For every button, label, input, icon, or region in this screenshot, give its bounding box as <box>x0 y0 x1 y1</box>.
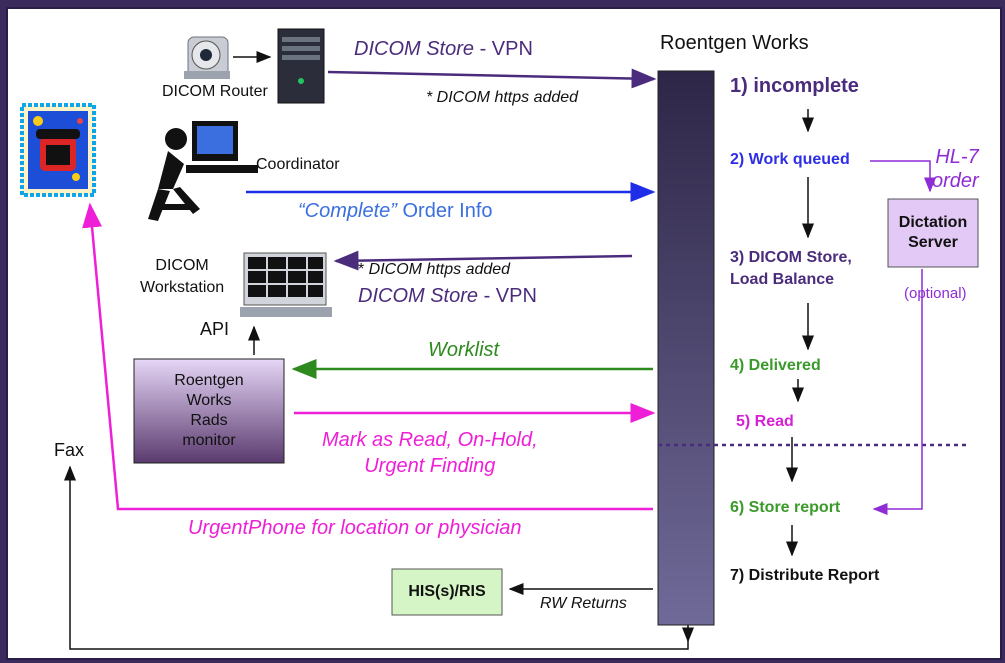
coordinator-label: Coordinator <box>256 156 340 173</box>
step-3: 3) DICOM Store, Load Balance <box>730 249 852 288</box>
vpn-suffix-mid: - VPN <box>478 285 537 307</box>
https-italic: DICOM https added <box>368 261 511 278</box>
complete-order-info-label: “Complete” Order Info <box>298 200 493 223</box>
https-added-mid-label: * DICOM https added <box>358 261 510 279</box>
rw-returns-label: RW Returns <box>540 595 627 612</box>
fax-return-line <box>64 465 689 650</box>
vpn-suffix: - VPN <box>474 38 533 60</box>
dicom-router-icon <box>184 36 230 79</box>
optional-label: (optional) <box>904 285 967 302</box>
step-2: 2) Work queued <box>730 151 850 168</box>
dicom-store-vpn-top-label: DICOM Store - VPN <box>354 38 533 61</box>
https-added-top-label: * DICOM https added <box>426 89 579 106</box>
mark-as-read-label: Mark as Read, On-Hold, Urgent Finding <box>322 429 538 477</box>
diagram-frame: Roentgen Works DICOM Router DICOM Store … <box>6 7 1002 660</box>
urgent-phone-arrow <box>82 202 653 511</box>
step-5: 5) Read <box>736 413 794 430</box>
dictation-server-box <box>887 198 979 268</box>
page-title: Roentgen Works <box>660 32 809 54</box>
dicom-workstation-icon <box>240 252 332 317</box>
step-4: 4) Delivered <box>730 357 821 374</box>
dicom-store-vpn-mid-label: DICOM Store - VPN <box>358 285 537 308</box>
step-1: 1) incomplete <box>730 75 859 97</box>
fax-phone-icon <box>20 103 96 197</box>
dicom-store-vpn-arrow-mid <box>333 250 633 271</box>
worklist-label: Worklist <box>428 339 500 361</box>
dicom-store-italic: DICOM Store <box>354 38 475 60</box>
coordinator-icon <box>148 121 258 221</box>
his-ris-label: HIS(s)/RIS <box>408 583 486 600</box>
hl7-order-arrow <box>870 160 936 193</box>
roentgen-works-bar <box>657 70 715 626</box>
hl7-order-label: HL-7 order <box>932 146 979 192</box>
step-6: 6) Store report <box>730 499 841 516</box>
dicom-workstation-label: DICOM Workstation <box>140 257 225 296</box>
rads-monitor-label: Roentgen Works Rads monitor <box>174 372 244 449</box>
dictation-to-store-arrow <box>872 269 923 515</box>
complete-quote: “Complete” <box>298 200 397 222</box>
fax-label: Fax <box>54 440 85 460</box>
dictation-server-label: Dictation Server <box>898 214 968 251</box>
step-7: 7) Distribute Report <box>730 567 880 584</box>
server-icon <box>277 28 325 104</box>
rads-monitor-box <box>133 358 285 464</box>
asterisk: * <box>358 261 369 278</box>
urgent-phone-label: UrgentPhone for location or physician <box>188 517 522 539</box>
dicom-router-label: DICOM Router <box>162 83 268 100</box>
dicom-store-italic-mid: DICOM Store <box>358 285 479 307</box>
order-info-suffix: Order Info <box>396 200 493 222</box>
his-ris-box <box>391 568 503 616</box>
dicom-store-vpn-arrow-top <box>327 68 657 89</box>
api-label: API <box>200 319 230 339</box>
diagram-canvas <box>20 28 979 650</box>
